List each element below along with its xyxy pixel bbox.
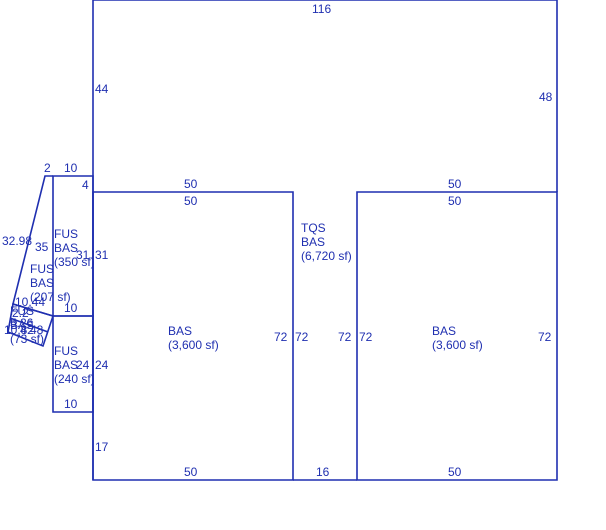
dim-left-lower: 17: [95, 440, 109, 454]
dim-top-left-height: 44: [95, 82, 109, 96]
dim-fus-bottom: 10: [64, 301, 78, 315]
dim-bas-right-outer: 72: [538, 330, 552, 344]
dim-bas-right-left: 72: [338, 330, 352, 344]
dim-bas-right-top-outer: 50: [448, 177, 462, 191]
dim-tiny-c: 5.26: [10, 316, 34, 330]
label-fus-mid-size: (207 sf): [30, 290, 71, 304]
dim-fus-top: 10: [64, 161, 78, 175]
dim-bas-right-right: 72: [359, 330, 373, 344]
label-fus-upper-code: FUS: [54, 227, 78, 241]
tqs-outline: [92, 0, 558, 192]
fus-small-divider: [9, 317, 49, 333]
dim-diag: 32.98: [2, 234, 32, 248]
dim-bas-right-top-inner: 50: [448, 194, 462, 208]
label-fus-mid-code: FUS: [30, 262, 54, 276]
label-fus-small-sub: BAS: [10, 318, 34, 332]
dim-tiny-b: 2.2: [12, 306, 29, 320]
dim-bas-left-right: 72: [295, 330, 309, 344]
label-tqs-sub: BAS: [301, 235, 325, 249]
dim-top-right-height: 48: [539, 90, 553, 104]
dim-bas-right-bottom: 50: [448, 465, 462, 479]
label-fus-small-code: FUS: [10, 304, 34, 318]
dim-fus-left: 35: [35, 240, 49, 254]
dim-small-2: 2: [44, 161, 51, 175]
dim-bas-left-top-outer: 50: [184, 177, 198, 191]
label-fus-mid-sub: BAS: [30, 276, 54, 290]
label-bas-right-size: (3,600 sf): [432, 338, 483, 352]
dim-fus-right-b: 31: [95, 248, 109, 262]
dim-tiny-d: 10.82: [4, 323, 34, 337]
dim-fus2-bottom: 10: [64, 397, 78, 411]
dim-bas-left-top-inner: 50: [184, 194, 198, 208]
dim-tiny-e: 4.48: [20, 323, 44, 337]
fus-lower-room: [52, 315, 94, 413]
dim-top-width: 116: [312, 2, 331, 16]
label-tqs-code: TQS: [301, 221, 326, 235]
label-fus-lower-size: (240 sf): [54, 372, 95, 386]
dim-tiny-a: 10.44: [15, 295, 45, 309]
fus-small-room: [7, 302, 55, 348]
dim-fus-right-a: 31: [76, 248, 90, 262]
bas-left-room: [92, 191, 294, 481]
dim-small-4: 4: [82, 178, 89, 192]
dim-fus2-right-a: 24: [76, 358, 90, 372]
label-bas-left-code: BAS: [168, 324, 192, 338]
label-bas-right-code: BAS: [432, 324, 456, 338]
dim-gap-bottom: 16: [316, 465, 330, 479]
dim-fus2-right-b: 24: [95, 358, 109, 372]
label-fus-upper-sub: BAS: [54, 241, 78, 255]
label-tqs-size: (6,720 sf): [301, 249, 352, 263]
label-fus-upper-size: (350 sf): [54, 255, 95, 269]
bas-right-room: [356, 191, 558, 481]
label-fus-small-size: (73 sf): [10, 332, 44, 346]
label-fus-lower-sub: BAS: [54, 358, 78, 372]
dim-bas-left-bottom: 50: [184, 465, 198, 479]
label-fus-lower-code: FUS: [54, 344, 78, 358]
label-bas-left-size: (3,600 sf): [168, 338, 219, 352]
dim-bas-left-left: 72: [274, 330, 288, 344]
